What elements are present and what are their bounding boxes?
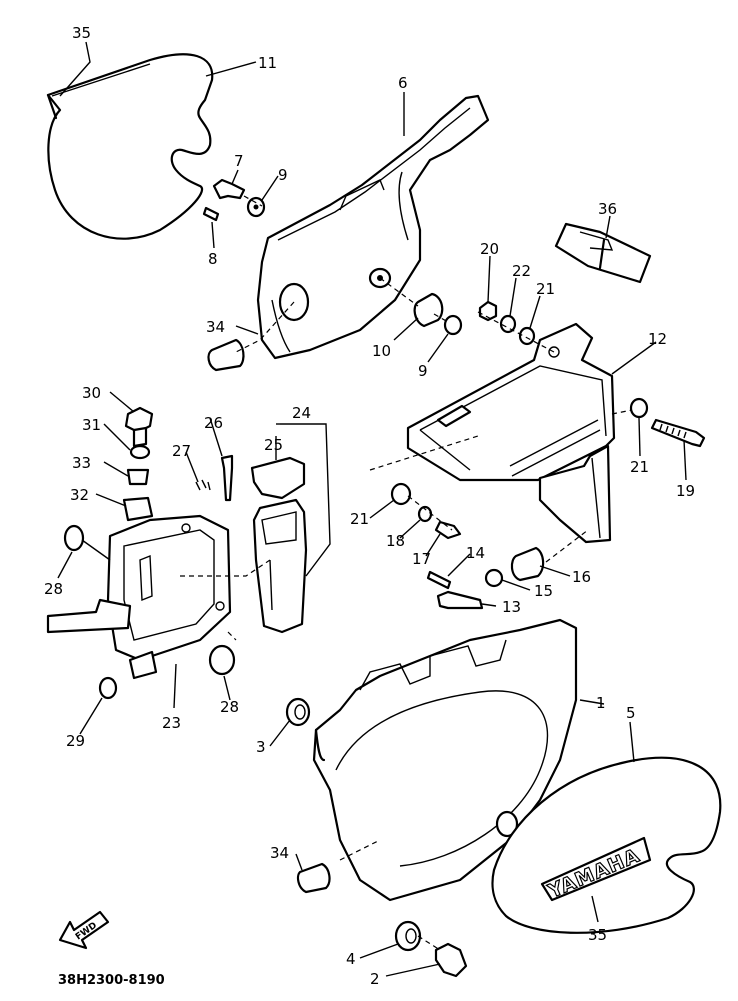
callout-28-right: 28	[220, 698, 239, 716]
pin-13	[436, 590, 484, 610]
callout-8: 8	[208, 250, 218, 268]
callout-2: 2	[370, 970, 380, 988]
grommet-16	[510, 546, 545, 582]
collar-33	[126, 468, 150, 486]
callout-34-bottom: 34	[270, 844, 289, 862]
callout-23: 23	[162, 714, 181, 732]
callout-10: 10	[372, 342, 391, 360]
screw-17	[434, 520, 462, 540]
callout-32: 32	[70, 486, 89, 504]
grommet-3	[285, 697, 311, 727]
callout-35-top: 35	[72, 24, 91, 42]
callout-29: 29	[66, 732, 85, 750]
callout-35-bottom: 35	[588, 926, 607, 944]
callout-21-low: 21	[350, 510, 369, 528]
callout-33: 33	[72, 454, 91, 472]
callout-18: 18	[386, 532, 405, 550]
callout-9-mid: 9	[418, 362, 428, 380]
damper-32	[122, 496, 154, 522]
callout-4: 4	[346, 950, 356, 968]
washer-31	[129, 444, 151, 460]
callout-5: 5	[626, 704, 636, 722]
callout-30: 30	[82, 384, 101, 402]
washer-9-top	[246, 196, 266, 218]
spring-27	[195, 479, 211, 491]
damper-28-right	[208, 644, 236, 676]
callout-7: 7	[234, 152, 244, 170]
callout-36: 36	[598, 200, 617, 218]
callout-13: 13	[502, 598, 521, 616]
emblem-sticker-right: YAMAHA	[491, 756, 722, 934]
container-24	[252, 498, 308, 634]
callout-1: 1	[596, 694, 606, 712]
pin-14	[426, 570, 452, 590]
tool-pouch-36	[554, 222, 652, 284]
washer-22	[499, 314, 517, 334]
callout-labels: 35 11 6 7 9 8 36 20 22 21 12 34 10 9 21 …	[44, 24, 695, 988]
bracket-12	[406, 322, 616, 544]
spacer-34-bottom	[296, 862, 331, 894]
washer-21-low	[390, 482, 412, 506]
washer-21-right	[629, 397, 649, 419]
forward-direction-arrow: FWD	[58, 910, 110, 950]
callout-6: 6	[398, 74, 408, 92]
callout-15: 15	[534, 582, 553, 600]
damper-28-left	[63, 524, 85, 552]
callout-21-right: 21	[630, 458, 649, 476]
callout-31: 31	[82, 416, 101, 434]
washer-15	[484, 568, 504, 588]
connector-lines	[180, 195, 633, 951]
callout-19: 19	[676, 482, 695, 500]
bolt-26	[220, 454, 234, 502]
callout-11: 11	[258, 54, 277, 72]
fastener-2	[434, 942, 468, 978]
cap-25	[250, 456, 306, 500]
bolt-30	[124, 406, 154, 448]
callout-16: 16	[572, 568, 591, 586]
grommet-10	[413, 292, 444, 328]
callout-34-top: 34	[206, 318, 225, 336]
bolt-19	[650, 418, 706, 448]
callout-17: 17	[412, 550, 431, 568]
callout-22: 22	[512, 262, 531, 280]
grommet-29	[98, 676, 118, 700]
battery-tray-23	[46, 514, 232, 680]
callout-20: 20	[480, 240, 499, 258]
washer-21-top	[518, 326, 536, 346]
callout-3: 3	[256, 738, 266, 756]
grommet-7	[212, 178, 246, 200]
pin-8	[202, 206, 220, 222]
callout-9-top: 9	[278, 166, 288, 184]
callout-24: 24	[292, 404, 311, 422]
callout-25: 25	[264, 436, 283, 454]
emblem-sticker-top	[46, 53, 214, 240]
callout-21-top: 21	[536, 280, 555, 298]
washer-9-mid	[443, 314, 463, 336]
figure-code: 38H2300-8190	[58, 973, 165, 988]
callout-27: 27	[172, 442, 191, 460]
leader-lines	[57, 41, 687, 977]
callout-12: 12	[648, 330, 667, 348]
spacer-34-top	[207, 338, 245, 372]
callout-14: 14	[466, 544, 485, 562]
callout-28-left: 28	[44, 580, 63, 598]
callout-26: 26	[204, 414, 223, 432]
grommet-4	[394, 920, 422, 952]
right-side-cover	[312, 618, 578, 902]
